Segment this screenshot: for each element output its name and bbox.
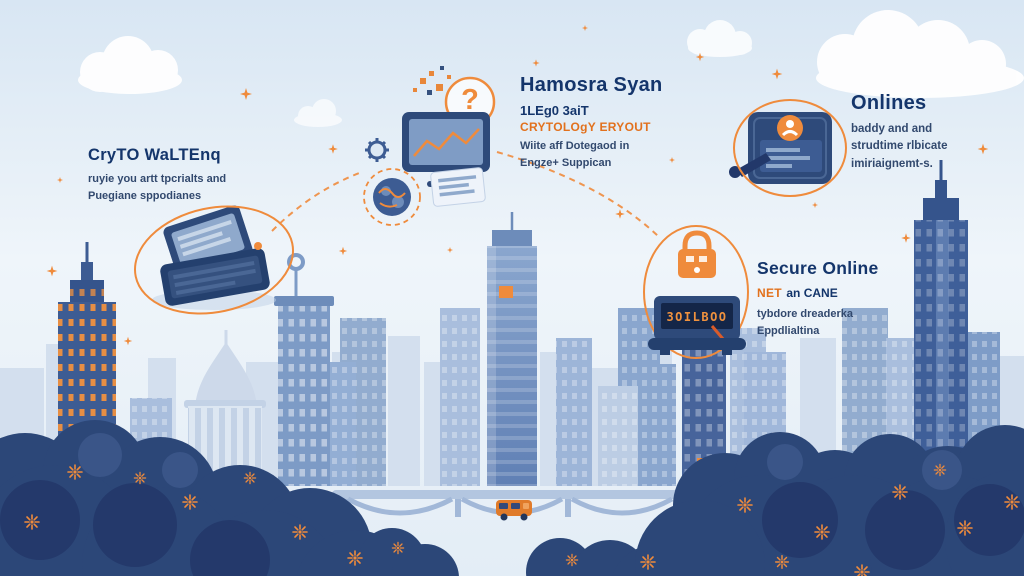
- gear-icon: [365, 138, 389, 162]
- onlines-line-1: baddy and and: [851, 123, 933, 135]
- question-mark-icon: ?: [461, 84, 479, 116]
- meter-display-value: 3OILBOO: [666, 310, 728, 324]
- callout-onlines: Onlines baddy and and strudtime rlbicate…: [851, 92, 1011, 173]
- pixel-glitch-icon: [413, 66, 451, 95]
- meter-icon: [648, 296, 746, 355]
- building-antenna-tower: [274, 253, 356, 488]
- crypto-wallet-line-1: ruyie you artt tpcrialts and: [88, 173, 227, 185]
- secure-online-line-1: tybdore dreaderka: [757, 308, 853, 320]
- foreground-bushes-left: [0, 420, 414, 576]
- hamosra-title: Hamosra Syan: [520, 74, 663, 96]
- padlock-icon: [678, 230, 716, 278]
- crypto-wallet-line-2: Puegiane sppodianes: [88, 189, 202, 202]
- document-icon: [430, 167, 486, 207]
- callout-secure-online: Secure Online NET an CANE tybdore dreade…: [757, 258, 937, 339]
- globe-icon: [363, 168, 421, 226]
- security-meter-group: [643, 225, 749, 359]
- hamosra-accent: CRYTOLOgY ERYOUT: [520, 120, 651, 134]
- foreground-bushes-right: [635, 425, 1024, 576]
- callout-hamosra: Hamosra Syan 1LEg0 3aiT CRYTOLOgY ERYOUT…: [520, 74, 740, 171]
- van-icon: [496, 500, 532, 521]
- hamosra-subtitle: 1LEg0 3aiT: [520, 103, 589, 118]
- secure-online-accent-1: NET: [757, 286, 782, 300]
- onlines-line-2: strudtime rlbicate: [851, 140, 948, 153]
- onlines-line-3: imiriaignemt-s.: [851, 157, 933, 170]
- onlines-title: Onlines: [851, 92, 927, 114]
- secure-online-accent-row: NET an CANE: [757, 284, 937, 302]
- monitor-icon: [363, 66, 496, 226]
- callout-crypto-wallet: CryTO WaLTEnq ruyie you artt tpcrialts a…: [88, 146, 318, 204]
- clouds: [78, 10, 1024, 127]
- secure-online-title: Secure Online: [757, 258, 879, 278]
- hamosra-line-2: Engze+ Suppican: [520, 156, 612, 169]
- building-center-tower: [487, 212, 537, 490]
- buildings-mid-right: [598, 364, 676, 488]
- id-card-icon: [729, 99, 847, 197]
- secure-online-accent-2: an CANE: [786, 286, 838, 300]
- crypto-wallet-icon: [134, 205, 294, 315]
- hamosra-line-1: Wiite aff Dotegaod in: [520, 140, 630, 152]
- secure-online-line-2: Eppdlialtina: [757, 324, 820, 337]
- crypto-wallet-title: CryTO WaLTEnq: [88, 146, 221, 164]
